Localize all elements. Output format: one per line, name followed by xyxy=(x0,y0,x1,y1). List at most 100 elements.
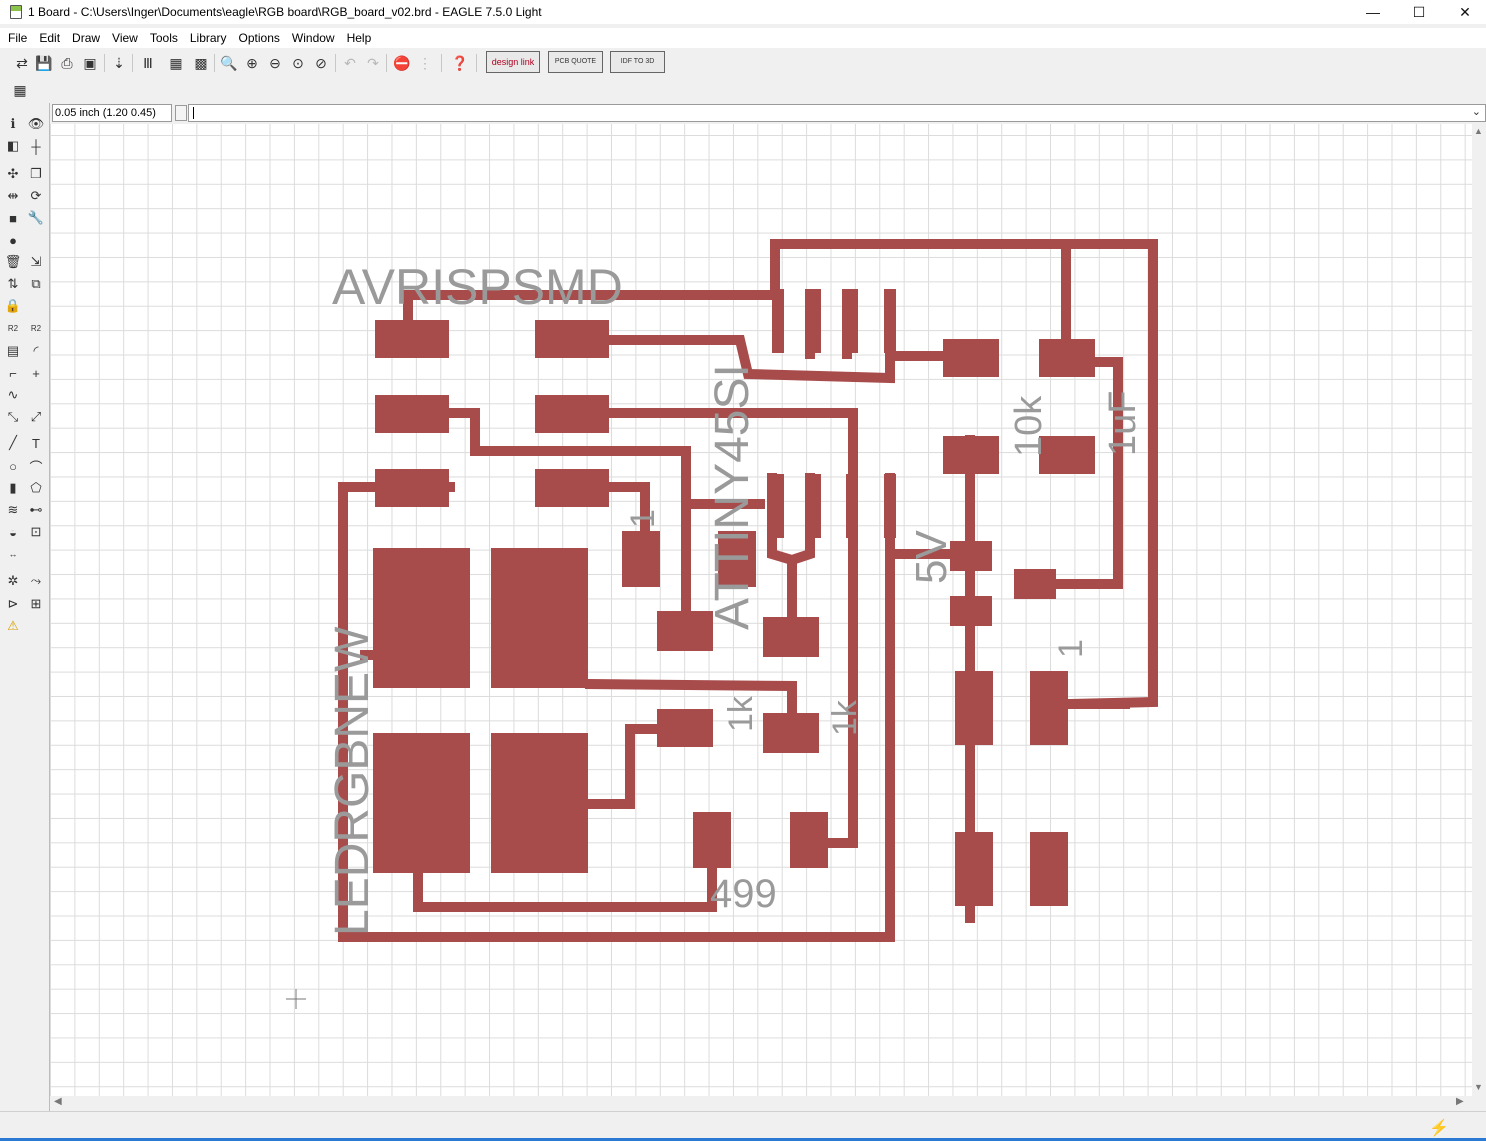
menu-edit[interactable]: Edit xyxy=(39,31,61,45)
optimize-icon[interactable]: + xyxy=(32,365,40,381)
copy-icon[interactable]: ❐ xyxy=(30,166,42,181)
attribute-icon[interactable]: ⊡ xyxy=(30,524,42,539)
rotate-icon[interactable]: ⟳ xyxy=(30,188,42,203)
lightning-icon[interactable]: ⚡ xyxy=(1429,1120,1449,1137)
hole-icon[interactable]: ◒ xyxy=(9,524,17,540)
text-icon[interactable]: T xyxy=(32,435,40,451)
errors-warning-icon[interactable]: ⚠ xyxy=(7,618,19,633)
open-icon[interactable]: ⇄ xyxy=(16,54,28,71)
value-icon[interactable]: R2 xyxy=(30,323,42,333)
label-1k-a: 1k xyxy=(722,695,760,732)
silkscreen-labels: AVRISPSMD ATTINY45SI LEDRGBNEW 10k 1uF 1… xyxy=(326,259,1144,936)
miter-icon[interactable]: ◜ xyxy=(33,343,39,358)
save-icon[interactable]: 💾 xyxy=(35,54,53,71)
scroll-left-icon[interactable]: ◀ xyxy=(54,1096,62,1107)
via-icon[interactable]: ≋ xyxy=(7,502,19,517)
signal-icon[interactable]: ⊷ xyxy=(29,502,43,517)
wire-icon[interactable]: ╱ xyxy=(9,435,17,450)
scroll-up-icon[interactable]: ▲ xyxy=(1474,126,1483,136)
ripup-icon[interactable]: ⤢ xyxy=(30,409,42,424)
lock-part-icon[interactable]: ⧉ xyxy=(31,276,41,291)
design-link-label: design link xyxy=(491,57,535,67)
command-bar: 0.05 inch (1.20 0.45) ⌄ xyxy=(0,103,1486,123)
main-toolbar: ⇄ 💾 ⎙ ▣ ⇣ Ⅲ ▦ ▩ 🔍 ⊕ ⊖ ⊙ ⊘ ↶ ↷ ⛔ ⋮ ❓ desi… xyxy=(0,49,1486,77)
zoom-in-icon[interactable]: ⊕ xyxy=(246,54,258,71)
label-pin1-b: 1 xyxy=(1052,639,1090,658)
board-canvas[interactable]: AVRISPSMD ATTINY45SI LEDRGBNEW 10k 1uF 1… xyxy=(50,124,1472,1096)
maximize-button[interactable]: ☐ xyxy=(1412,3,1426,20)
display-layers-icon[interactable]: ◧ xyxy=(6,138,20,153)
pcb-quote-label: PCB QUOTE xyxy=(554,58,597,65)
split-icon[interactable]: ⌐ xyxy=(9,365,17,381)
replace-icon[interactable]: ⇅ xyxy=(7,276,19,291)
move-icon[interactable]: ✣ xyxy=(7,166,19,181)
vertical-scrollbar[interactable]: ▲ ▼ xyxy=(1472,124,1486,1096)
scroll-down-icon[interactable]: ▼ xyxy=(1474,1082,1483,1092)
show-icon[interactable]: 👁 xyxy=(27,116,45,131)
erc-icon[interactable]: ⊳ xyxy=(7,596,19,611)
menu-options[interactable]: Options xyxy=(238,31,280,45)
label-ledrgbnew: LEDRGBNEW xyxy=(326,626,379,936)
menu-tools[interactable]: Tools xyxy=(149,31,178,45)
rect-icon[interactable]: ▮ xyxy=(9,480,17,495)
dimension-icon[interactable]: ↔ xyxy=(8,549,18,559)
coordinate-button[interactable] xyxy=(175,105,187,121)
window-border xyxy=(0,1138,1486,1141)
menu-window[interactable]: Window xyxy=(291,31,335,45)
meander-icon[interactable]: ∿ xyxy=(7,387,19,402)
command-palette: ℹ 👁 ◧ ┼ ✣ ❐ ⇹ ⟳ ■ 🔧 ● 🗑 ⇲ ⇅ ⧉ 🔒 R2 R2 ▤ … xyxy=(0,103,50,1111)
add-icon[interactable]: ⇲ xyxy=(30,254,42,269)
paste-icon[interactable]: ● xyxy=(9,232,17,248)
idf-to-3d-button[interactable]: IDF TO 3D xyxy=(610,51,665,73)
menu-library[interactable]: Library xyxy=(189,31,227,45)
cam-processor-icon[interactable]: ▣ xyxy=(83,54,97,71)
mark-icon[interactable]: ┼ xyxy=(31,138,41,154)
close-button[interactable]: ✕ xyxy=(1459,3,1471,20)
go-icon[interactable]: ⋮ xyxy=(418,54,432,71)
circle-icon[interactable]: ○ xyxy=(9,458,17,474)
command-input[interactable]: ⌄ xyxy=(188,104,1486,122)
smash-icon[interactable]: ▤ xyxy=(6,343,20,358)
print-icon[interactable]: ⎙ xyxy=(61,54,73,71)
ratsnest-icon[interactable]: ✲ xyxy=(7,573,19,588)
undo-icon[interactable]: ↶ xyxy=(344,54,356,71)
schematic-icon[interactable]: ▦ xyxy=(169,54,183,71)
autorouter-icon[interactable]: ⤳ xyxy=(30,573,42,588)
menu-help[interactable]: Help xyxy=(346,31,372,45)
mirror-icon[interactable]: ⇹ xyxy=(7,188,19,203)
zoom-fit-icon[interactable]: 🔍 xyxy=(220,54,238,71)
drc-icon[interactable]: ⊞ xyxy=(30,596,42,611)
stop-icon[interactable]: ⛔ xyxy=(393,54,411,71)
menu-draw[interactable]: Draw xyxy=(72,31,101,45)
label-5v: 5V xyxy=(907,530,956,584)
horizontal-scrollbar[interactable]: ◀ ▶ xyxy=(50,1096,1472,1110)
delete-icon[interactable]: 🗑 xyxy=(4,254,22,269)
grid-icon[interactable]: ▦ xyxy=(13,81,27,98)
menu-file[interactable]: File xyxy=(8,31,28,45)
redraw-icon[interactable]: ⊙ xyxy=(292,54,304,71)
name-icon[interactable]: R2 xyxy=(7,323,19,333)
design-link-button[interactable]: design link xyxy=(486,51,540,73)
redo-icon[interactable]: ↷ xyxy=(367,54,379,71)
label-pin1-a: 1 xyxy=(624,509,662,528)
ulp-icon[interactable]: Ⅲ xyxy=(143,54,153,71)
chevron-down-icon[interactable]: ⌄ xyxy=(1471,106,1481,118)
zoom-out-icon[interactable]: ⊖ xyxy=(269,54,281,71)
polygon-icon[interactable]: ⬠ xyxy=(30,480,42,495)
scroll-right-icon[interactable]: ▶ xyxy=(1456,1096,1464,1107)
pcb-quote-button[interactable]: PCB QUOTE xyxy=(548,51,603,73)
board-icon[interactable]: ▩ xyxy=(194,54,208,71)
menu-view[interactable]: View xyxy=(112,31,138,45)
text-caret xyxy=(193,107,194,119)
zoom-select-icon[interactable]: ⊘ xyxy=(315,54,327,71)
route-icon[interactable]: ⤡ xyxy=(7,409,19,424)
minimize-button[interactable]: — xyxy=(1366,4,1380,20)
help-icon[interactable]: ❓ xyxy=(451,54,469,71)
info-icon[interactable]: ℹ xyxy=(10,116,16,131)
group-icon[interactable]: ■ xyxy=(9,210,17,226)
script-icon[interactable]: ⇣ xyxy=(113,54,125,71)
lock-icon[interactable]: 🔒 xyxy=(4,298,22,313)
arc-icon[interactable]: ⌒ xyxy=(29,459,43,475)
status-bar: ⚡ xyxy=(0,1111,1486,1141)
change-icon[interactable]: 🔧 xyxy=(27,210,45,225)
